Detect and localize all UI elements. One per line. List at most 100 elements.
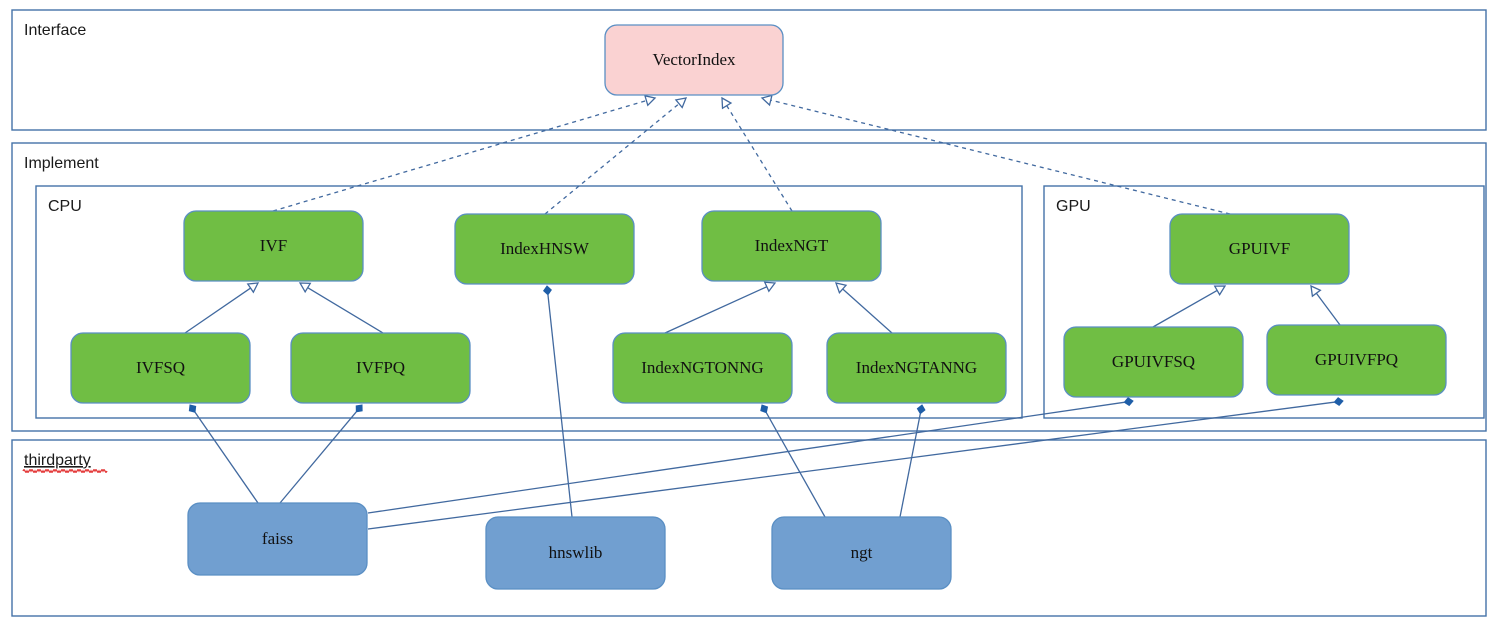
edge-indexngtonng-to-indexngt: [664, 281, 777, 334]
node-gpuivfsq-label: GPUIVFSQ: [1112, 352, 1195, 371]
node-ivfsq[interactable]: IVFSQ: [70, 332, 251, 404]
edge-line-e1: [272, 99, 647, 212]
node-gpuivfsq-box[interactable]: [1063, 326, 1244, 398]
node-ngt[interactable]: ngt: [771, 516, 952, 590]
edge-indexhnsw-to-vectorindex: [544, 97, 688, 215]
node-hnswlib[interactable]: hnswlib: [485, 516, 666, 590]
edge-line-e8: [842, 288, 893, 334]
node-gpuivfpq-box[interactable]: [1266, 324, 1447, 396]
edge-line-e6: [307, 287, 384, 334]
edge-ivfsq-to-ivf: [184, 282, 260, 334]
diamond-composition-e12: [355, 404, 363, 413]
edge-line-e9: [1152, 289, 1218, 328]
container-thirdparty-label: thirdparty: [24, 452, 91, 469]
container-gpu-label: GPU: [1056, 198, 1091, 215]
arrowhead-hollow-e2: [674, 97, 688, 109]
node-indexngtanng-label: IndexNGTANNG: [856, 358, 977, 377]
node-ivfsq-label: IVFSQ: [136, 358, 185, 377]
edge-gpuivfpq-to-gpuivf: [1310, 284, 1341, 326]
edge-line-e13: [367, 401, 1125, 514]
edge-ngt-to-indexngtonng: [760, 404, 826, 518]
edge-line-e17: [899, 413, 921, 518]
node-gpuivfsq[interactable]: GPUIVFSQ: [1063, 326, 1244, 398]
arrowhead-hollow-e5: [246, 282, 260, 294]
node-gpuivfpq-label: GPUIVFPQ: [1315, 350, 1398, 369]
node-gpuivf[interactable]: GPUIVF: [1169, 213, 1350, 285]
edge-line-e16: [765, 412, 826, 518]
node-indexngtonng-label: IndexNGTONNG: [641, 358, 763, 377]
arrowhead-hollow-e3: [721, 96, 733, 110]
edge-faiss-to-gpuivfsq: [367, 397, 1134, 514]
node-vectorindex[interactable]: VectorIndex: [604, 24, 784, 96]
node-faiss[interactable]: faiss: [187, 502, 368, 576]
node-ivfsq-box[interactable]: [70, 332, 251, 404]
edge-line-e4: [770, 99, 1231, 215]
node-vectorindex-label: VectorIndex: [652, 50, 736, 69]
node-ivfpq-label: IVFPQ: [356, 358, 405, 377]
diamond-composition-e16: [760, 404, 769, 414]
node-indexngtanng[interactable]: IndexNGTANNG: [826, 332, 1007, 404]
edge-line-e2: [544, 103, 680, 215]
node-ngt-box[interactable]: [771, 516, 952, 590]
edge-indexngtanng-to-indexngt: [834, 282, 893, 334]
edge-line-e15: [547, 294, 573, 518]
node-ivf-box[interactable]: [183, 210, 364, 282]
node-ivf-label: IVF: [260, 236, 287, 255]
node-ivfpq[interactable]: IVFPQ: [290, 332, 471, 404]
diamond-composition-e17: [916, 404, 926, 415]
node-indexhnsw-box[interactable]: [454, 213, 635, 285]
node-indexhnsw[interactable]: IndexHNSW: [454, 213, 635, 285]
edge-line-e12: [279, 411, 357, 504]
node-indexhnsw-label: IndexHNSW: [500, 239, 590, 258]
node-indexngt[interactable]: IndexNGT: [701, 210, 882, 282]
diamond-composition-e11: [188, 404, 197, 413]
node-ivfpq-box[interactable]: [290, 332, 471, 404]
arrowhead-hollow-e1: [644, 94, 657, 107]
node-indexngtanng-box[interactable]: [826, 332, 1007, 404]
node-faiss-label: faiss: [262, 529, 293, 548]
node-indexngtonng[interactable]: IndexNGTONNG: [612, 332, 793, 404]
node-faiss-box[interactable]: [187, 502, 368, 576]
edge-layer: [184, 94, 1344, 530]
arrowhead-hollow-e10: [1310, 284, 1322, 298]
arrowhead-hollow-e6: [298, 282, 312, 294]
edge-hnswlib-to-indexhnsw: [542, 285, 573, 518]
arrowhead-hollow-e4: [760, 94, 773, 107]
edge-faiss-to-gpuivfpq: [367, 397, 1344, 530]
node-hnswlib-label: hnswlib: [549, 543, 603, 562]
node-gpuivf-label: GPUIVF: [1229, 239, 1290, 258]
edge-line-e7: [664, 286, 768, 334]
spellcheck-squiggle-thirdparty: [22, 469, 108, 473]
edge-ivf-to-vectorindex: [272, 94, 657, 212]
edge-line-e5: [184, 287, 251, 334]
arrowhead-hollow-e8: [834, 282, 848, 294]
edge-ngt-to-indexngtanng: [899, 404, 926, 518]
container-implement-label: Implement: [24, 155, 99, 172]
diamond-composition-e13: [1123, 397, 1134, 407]
container-cpu-label: CPU: [48, 198, 82, 215]
edge-faiss-to-ivfpq: [279, 404, 363, 504]
container-interface-label: Interface: [24, 22, 86, 39]
diamond-composition-e15: [542, 285, 552, 296]
edge-line-e11: [194, 412, 259, 504]
edge-faiss-to-ivfsq: [188, 404, 259, 504]
arrowhead-hollow-e9: [1213, 285, 1227, 297]
node-gpuivf-box[interactable]: [1169, 213, 1350, 285]
node-indexngt-box[interactable]: [701, 210, 882, 282]
edge-gpuivf-to-vectorindex: [760, 94, 1231, 215]
edge-indexngt-to-vectorindex: [721, 96, 793, 212]
edge-line-e14: [367, 401, 1335, 530]
node-ivf[interactable]: IVF: [183, 210, 364, 282]
edge-ivfpq-to-ivf: [298, 282, 384, 334]
edge-line-e10: [1315, 292, 1341, 326]
edge-gpuivfsq-to-gpuivf: [1152, 285, 1227, 328]
node-vectorindex-box[interactable]: [604, 24, 784, 96]
arrowhead-hollow-e7: [763, 281, 777, 293]
diamond-composition-e14: [1333, 397, 1344, 407]
node-indexngtonng-box[interactable]: [612, 332, 793, 404]
node-hnswlib-box[interactable]: [485, 516, 666, 590]
node-gpuivfpq[interactable]: GPUIVFPQ: [1266, 324, 1447, 396]
